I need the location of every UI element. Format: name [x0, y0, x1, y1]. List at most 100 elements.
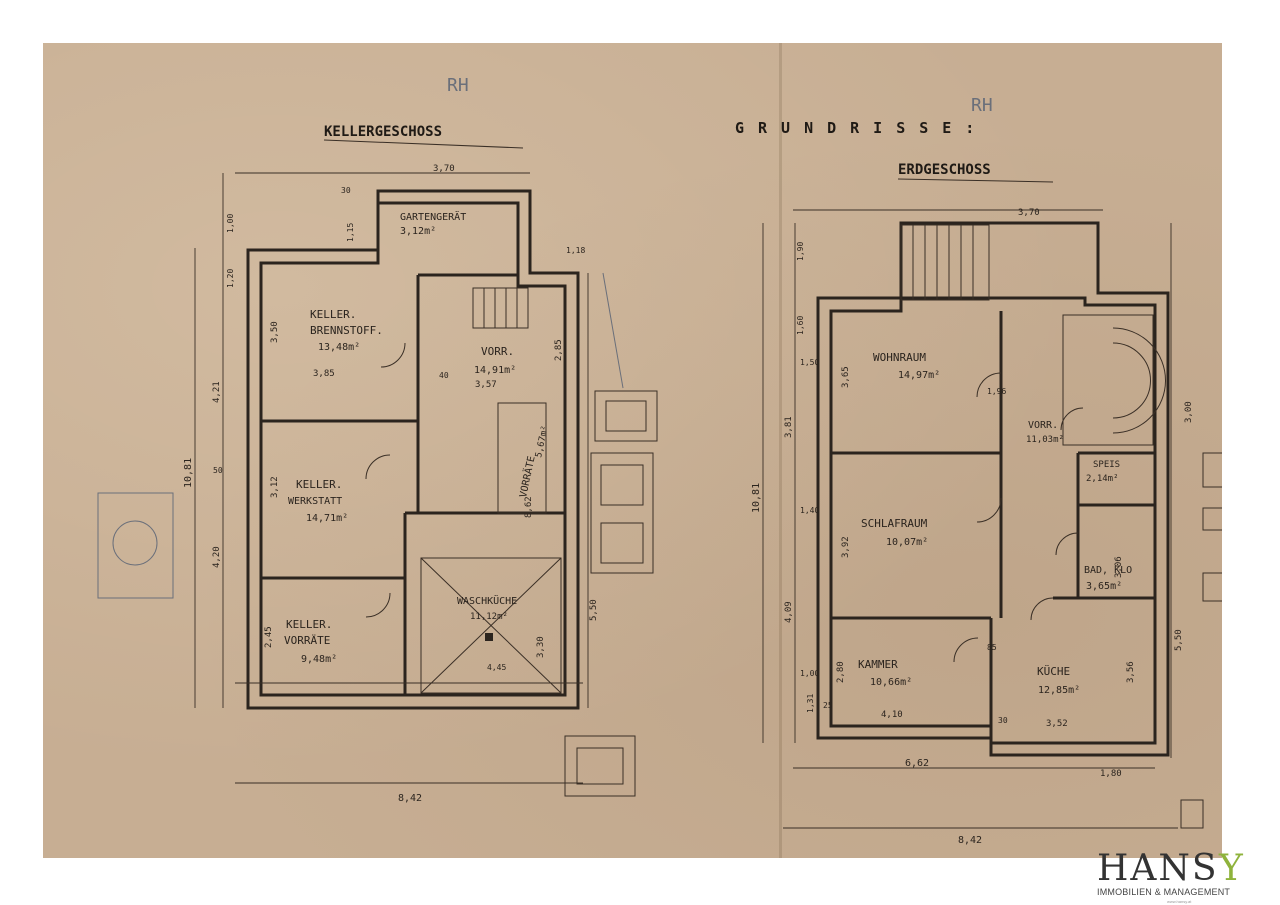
logo-tagline: IMMOBILIEN & MANAGEMENT [1097, 887, 1231, 897]
door-swing [1060, 407, 1084, 431]
door-swing [1055, 532, 1079, 556]
dim-280: 2,80 [836, 661, 846, 683]
dim-196: 1,96 [987, 387, 1006, 396]
room-name: SPEIS [1093, 460, 1120, 470]
dim-right-a: 2,85 [554, 339, 564, 361]
light-shaft [594, 390, 658, 442]
room-name: VORR. [1028, 420, 1058, 431]
dim-357: 3,57 [475, 380, 497, 390]
floor-plan-drawing: RH RH GRUNDRISSE: KELLERGESCHOSS ERDGESC… [97, 75, 1222, 846]
room-area: 3,12m² [400, 226, 436, 237]
room-area: 14,97m² [898, 370, 940, 381]
dim-left-a: 4,21 [212, 381, 222, 403]
room-area: 9,48m² [301, 654, 337, 665]
ground-plan: WOHNRAUM 14,97m² VORR. 11,03m² SPEIS 2,1… [751, 208, 1222, 846]
dim-left-b: 4,20 [212, 546, 222, 568]
room-name: VORRÄTE [516, 455, 537, 499]
basement-heading: KELLERGESCHOSS [324, 124, 442, 140]
logo-brand: HANS [1097, 848, 1219, 889]
dim-bottom-a: 6,62 [905, 758, 929, 769]
door-swing [380, 342, 406, 368]
dim-030: 30 [341, 186, 351, 195]
dim-118: 1,18 [566, 246, 585, 255]
floor-plan-sheet: RH RH GRUNDRISSE: KELLERGESCHOSS ERDGESC… [43, 43, 1222, 858]
dim-total-width: 8,42 [398, 793, 422, 804]
light-shaft-inner [600, 522, 644, 564]
dim-top-width: 3,70 [1018, 208, 1040, 218]
basement-inner-wall [259, 201, 567, 697]
dim-right-b: 5,50 [589, 599, 599, 621]
room-name: VORRÄTE [284, 634, 330, 647]
room-area: 5,67m² [534, 425, 551, 459]
dim-140: 1,15 [346, 223, 355, 242]
dim-306: 3,06 [1114, 556, 1124, 578]
door-swing [953, 637, 979, 663]
dim-120: 1,20 [226, 269, 235, 288]
room-area: 14,91m² [474, 365, 516, 376]
laundry-floor-diagonal [420, 557, 562, 694]
spiral-stair-curve [1112, 327, 1166, 434]
dim-550: 5,50 [1174, 629, 1184, 651]
spiral-stair [1062, 314, 1154, 446]
room-area: 10,66m² [870, 677, 912, 688]
dim-160: 1,60 [796, 316, 805, 335]
dim-085: 85 [987, 643, 997, 652]
basement-pantry-box [497, 402, 547, 514]
initials-left: RH [447, 75, 469, 96]
outdoor-shaft-inner [576, 747, 624, 785]
room-area: 11,03m² [1026, 435, 1064, 445]
room-name: WASCHKÜCHE [457, 594, 517, 607]
dim-330: 3,30 [536, 636, 546, 658]
light-shaft [590, 452, 654, 574]
dim-040: 40 [439, 371, 449, 380]
room-name: KELLER. [286, 618, 332, 631]
pencil-chimney [97, 492, 174, 599]
dim-total-width: 8,42 [958, 835, 982, 846]
dim-100: 1,00 [800, 669, 819, 678]
dim-410: 4,10 [881, 710, 903, 720]
dim-392: 3,92 [841, 536, 851, 558]
room-name: KELLER. [310, 308, 356, 321]
dim-140: 1,40 [800, 506, 819, 515]
paper-fold [779, 43, 782, 858]
company-logo: HANS Y IMMOBILIEN & MANAGEMENT www.hansy… [1097, 848, 1257, 905]
room-name: VORR. [481, 345, 514, 358]
initials-right: RH [971, 95, 993, 116]
room-area: 3,65m² [1086, 581, 1122, 592]
room-area: 2,14m² [1086, 474, 1119, 484]
ground-inner-wall [829, 296, 1157, 745]
pencil-box [1202, 452, 1222, 488]
room-area: 14,71m² [306, 513, 348, 524]
door-swing [976, 372, 1002, 398]
ground-outer-wall [816, 221, 1170, 757]
room-name: WERKSTATT [288, 496, 342, 507]
pencil-line [602, 272, 624, 389]
room-name: BAD, KLO [1084, 565, 1132, 576]
room-area: 11,12m² [470, 612, 508, 622]
dim-300: 3,00 [1184, 401, 1194, 423]
dim-050: 50 [213, 466, 223, 475]
room-name: WOHNRAUM [873, 351, 926, 364]
light-shaft-inner [605, 400, 647, 432]
door-swing [1030, 597, 1054, 621]
room-name: KÜCHE [1037, 665, 1070, 678]
outdoor-shaft [564, 735, 636, 797]
logo-url: www.hansy.at [1167, 899, 1192, 904]
pencil-box [1202, 572, 1222, 602]
logo-brand-y: Y [1219, 848, 1243, 889]
entrance-stair [900, 224, 990, 301]
document-title: GRUNDRISSE: [735, 119, 988, 137]
door-swing [365, 454, 391, 480]
dim-030: 30 [998, 716, 1008, 725]
pencil-box [1202, 507, 1222, 531]
dim-862: 8,62 [524, 496, 534, 518]
dim-bottom-b: 1,80 [1100, 769, 1122, 779]
door-swing [365, 592, 391, 618]
dim-top-width: 3,70 [433, 164, 455, 174]
room-area: 12,85m² [1038, 685, 1080, 696]
room-area: 13,48m² [318, 342, 360, 353]
dim-190: 1,90 [796, 242, 805, 261]
dim-352: 3,52 [1046, 719, 1068, 729]
dim-385: 3,85 [313, 369, 335, 379]
room-name: KAMMER [858, 658, 898, 671]
